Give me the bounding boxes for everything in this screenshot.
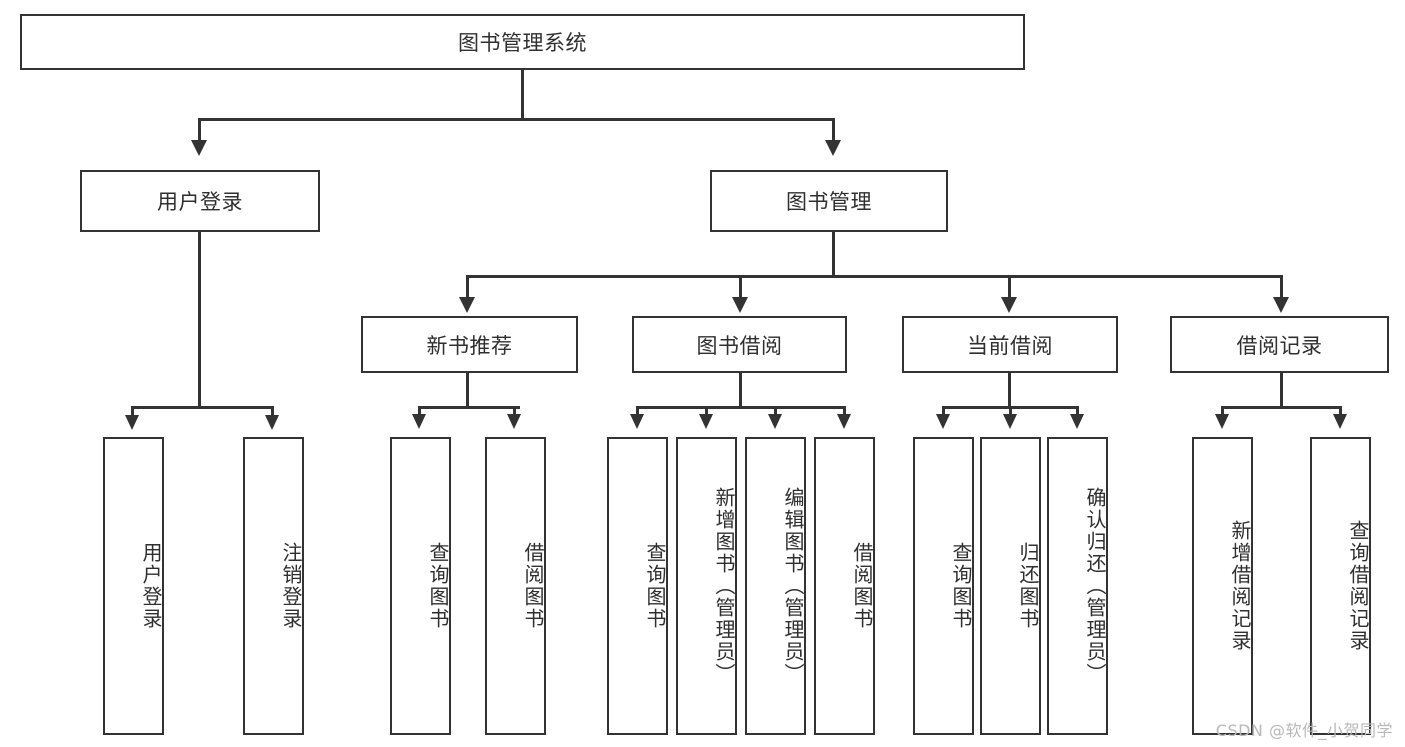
node-label: 注销登录 — [279, 542, 303, 630]
edge-level3-b1 — [466, 275, 469, 300]
node-label: 图书管理系统 — [458, 31, 587, 55]
edge-userlogin-b1 — [131, 406, 134, 418]
node-label: 查询借阅记录 — [1346, 520, 1370, 652]
edge-bookborrow-b2 — [705, 406, 708, 416]
leaf-new-book-query[interactable]: 查询图书 — [390, 437, 451, 735]
arrow-bookborrow-leaf-1 — [630, 414, 644, 429]
leaf-book-borrow-borrow[interactable]: 借阅图书 — [814, 437, 875, 735]
edge-userlogin-down — [198, 232, 201, 406]
edge-currentborrow-b2 — [1009, 406, 1012, 416]
edge-newbook-bus — [418, 406, 520, 409]
node-label: 新增图书（管理员） — [712, 487, 736, 685]
arrow-to-new-book — [459, 297, 475, 313]
edge-currentborrow-down — [1008, 373, 1011, 406]
node-label: 用户登录 — [157, 190, 243, 214]
node-label: 图书管理 — [786, 190, 872, 214]
node-label: 编辑图书（管理员） — [781, 487, 805, 685]
leaf-current-borrow-confirm[interactable]: 确认归还（管理员） — [1047, 437, 1108, 735]
node-label: 归还图书 — [1016, 542, 1040, 630]
node-new-book-recommend[interactable]: 新书推荐 — [361, 316, 578, 373]
node-label: 图书借阅 — [696, 333, 783, 358]
node-root-system[interactable]: 图书管理系统 — [20, 14, 1025, 70]
edge-level3-bus — [466, 275, 1280, 278]
edge-userlogin-b2 — [271, 406, 274, 418]
leaf-new-book-borrow[interactable]: 借阅图书 — [485, 437, 546, 735]
leaf-book-borrow-add[interactable]: 新增图书（管理员） — [676, 437, 737, 735]
node-label: 借阅图书 — [850, 542, 874, 630]
arrow-userlogin-leaf-1 — [125, 415, 139, 430]
arrow-currentborrow-leaf-3 — [1070, 414, 1084, 429]
leaf-book-borrow-query[interactable]: 查询图书 — [607, 437, 668, 735]
edge-level3-b3 — [1008, 275, 1011, 300]
edge-root-to-book — [832, 118, 835, 143]
edge-root-down — [521, 70, 524, 118]
arrow-currentborrow-leaf-1 — [936, 414, 950, 429]
node-label: 查询图书 — [643, 542, 667, 630]
arrow-newbook-leaf-2 — [507, 414, 521, 429]
edge-newbook-b1 — [418, 406, 421, 416]
leaf-user-login-logout[interactable]: 注销登录 — [243, 437, 304, 735]
node-label: 新增借阅记录 — [1228, 520, 1252, 652]
arrow-bookborrow-leaf-4 — [837, 414, 851, 429]
edge-bookmanage-down — [832, 232, 835, 275]
arrow-userlogin-leaf-2 — [265, 415, 279, 430]
node-book-borrow[interactable]: 图书借阅 — [632, 316, 847, 373]
node-label: 查询图书 — [426, 542, 450, 630]
edge-root-bus — [198, 118, 834, 121]
edge-borrowrecord-b1 — [1221, 406, 1224, 416]
edge-root-to-user — [198, 118, 201, 143]
edge-borrowrecord-b2 — [1339, 406, 1342, 416]
arrow-newbook-leaf-1 — [412, 414, 426, 429]
node-borrow-record[interactable]: 借阅记录 — [1170, 316, 1389, 373]
edge-currentborrow-b3 — [1076, 406, 1079, 416]
edge-currentborrow-b1 — [942, 406, 945, 416]
leaf-current-borrow-return[interactable]: 归还图书 — [980, 437, 1041, 735]
node-label: 查询图书 — [949, 542, 973, 630]
leaf-borrow-record-add[interactable]: 新增借阅记录 — [1192, 437, 1253, 735]
edge-newbook-b2 — [513, 406, 516, 416]
node-user-login[interactable]: 用户登录 — [80, 170, 320, 232]
node-label: 借阅记录 — [1236, 333, 1323, 358]
edge-bookborrow-bus — [636, 406, 845, 409]
node-label: 借阅图书 — [521, 542, 545, 630]
edge-bookborrow-down — [739, 373, 742, 406]
node-label: 当前借阅 — [967, 333, 1053, 358]
node-label: 新书推荐 — [426, 333, 513, 358]
arrow-to-current-borrow — [1001, 297, 1017, 313]
node-label: 确认归还（管理员） — [1083, 487, 1107, 685]
edge-newbook-down — [466, 373, 469, 406]
arrow-borrowrecord-leaf-1 — [1215, 414, 1229, 429]
arrow-root-to-book — [825, 140, 841, 156]
leaf-user-login-login[interactable]: 用户登录 — [103, 437, 164, 735]
edge-bookborrow-b4 — [843, 406, 846, 416]
arrow-root-to-user — [191, 140, 207, 156]
edge-userlogin-bus — [131, 406, 273, 409]
leaf-book-borrow-edit[interactable]: 编辑图书（管理员） — [745, 437, 806, 735]
edge-bookborrow-b3 — [774, 406, 777, 416]
leaf-borrow-record-query[interactable]: 查询借阅记录 — [1310, 437, 1371, 735]
arrow-currentborrow-leaf-2 — [1003, 414, 1017, 429]
edge-borrowrecord-down — [1280, 373, 1283, 406]
arrow-borrowrecord-leaf-2 — [1333, 414, 1347, 429]
arrow-to-book-borrow — [732, 297, 748, 313]
arrow-bookborrow-leaf-2 — [699, 414, 713, 429]
edge-borrowrecord-bus — [1221, 406, 1342, 409]
node-current-borrow[interactable]: 当前借阅 — [902, 316, 1118, 373]
edge-bookborrow-b1 — [636, 406, 639, 416]
arrow-to-borrow-record — [1273, 297, 1289, 313]
arrow-bookborrow-leaf-3 — [768, 414, 782, 429]
edge-level3-b2 — [739, 275, 742, 300]
edge-level3-b4 — [1280, 275, 1283, 300]
node-label: 用户登录 — [139, 542, 163, 630]
node-book-manage[interactable]: 图书管理 — [710, 170, 948, 232]
leaf-current-borrow-query[interactable]: 查询图书 — [913, 437, 974, 735]
